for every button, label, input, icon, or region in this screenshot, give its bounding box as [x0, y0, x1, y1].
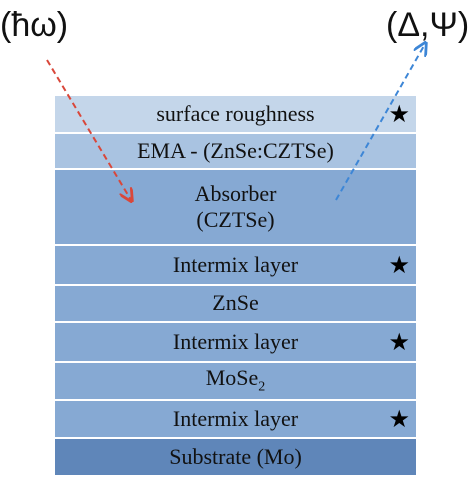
layer-label: MoSe2 — [205, 365, 266, 395]
layer-substrate: Substrate (Mo) — [55, 439, 416, 475]
star-icon: ★ — [388, 406, 410, 433]
layer-label: ZnSe — [212, 290, 259, 316]
incident-beam-arrow — [46, 59, 131, 200]
layer-label: Absorber (CZTSe) — [194, 180, 277, 232]
layer-label: surface roughness — [156, 100, 315, 126]
star-icon: ★ — [388, 329, 410, 356]
layer-mose2: MoSe2 — [55, 363, 416, 401]
layer-label: EMA - (ZnSe:CZTSe) — [137, 137, 334, 163]
layer-znse: ZnSe — [55, 286, 416, 323]
layer-label: Intermix layer — [172, 328, 299, 354]
star-icon: ★ — [388, 101, 410, 128]
reflected-beam-arrow — [335, 44, 425, 201]
ellipsometric-angles-label: (Δ,Ψ) — [386, 6, 470, 44]
layer-label: Substrate (Mo) — [169, 443, 302, 469]
layer-intermix-middle: Intermix layer ★ — [55, 323, 416, 363]
layer-label: Intermix layer — [172, 405, 299, 431]
incident-photon-energy-label: (ħω) — [0, 6, 69, 44]
layer-intermix-top: Intermix layer ★ — [55, 246, 416, 286]
layer-surface-roughness: surface roughness ★ — [55, 96, 416, 134]
layer-label: Intermix layer — [172, 251, 299, 277]
layer-intermix-bottom: Intermix layer ★ — [55, 401, 416, 439]
layer-absorber: Absorber (CZTSe) — [55, 170, 416, 246]
layer-stack: surface roughness ★ EMA - (ZnSe:CZTSe) A… — [55, 96, 416, 475]
layer-ema: EMA - (ZnSe:CZTSe) — [55, 134, 416, 170]
star-icon: ★ — [388, 252, 410, 279]
